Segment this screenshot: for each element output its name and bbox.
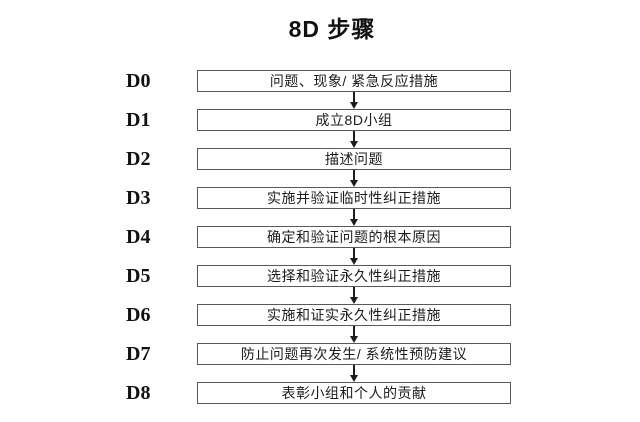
down-arrow-icon <box>350 102 358 109</box>
step-row-d4: D4 确定和验证问题的根本原因 <box>0 226 640 248</box>
step-label-d3: D3 <box>126 187 151 209</box>
down-arrow-icon <box>350 141 358 148</box>
arrow-line <box>353 287 355 298</box>
step-label-d2: D2 <box>126 148 151 170</box>
connector-d7-d8 <box>0 365 640 382</box>
step-text-d1: 成立8D小组 <box>315 112 393 128</box>
step-box-d4: 确定和验证问题的根本原因 <box>197 226 511 248</box>
arrow-line <box>353 92 355 103</box>
step-label-d1: D1 <box>126 109 151 131</box>
down-arrow-icon <box>350 180 358 187</box>
connector-d4-d5 <box>0 248 640 265</box>
step-text-d7: 防止问题再次发生/ 系统性预防建议 <box>240 346 468 362</box>
down-arrow-icon <box>350 219 358 226</box>
step-text-d3: 实施并验证临时性纠正措施 <box>267 190 441 206</box>
arrow-line <box>353 248 355 259</box>
arrow-line <box>353 209 355 220</box>
step-text-d5: 选择和验证永久性纠正措施 <box>267 268 441 284</box>
step-row-d7: D7 防止问题再次发生/ 系统性预防建议 <box>0 343 640 365</box>
step-label-d8: D8 <box>126 382 151 404</box>
step-row-d2: D2 描述问题 <box>0 148 640 170</box>
step-text-d2: 描述问题 <box>325 151 383 167</box>
down-arrow-icon <box>350 375 358 382</box>
connector-d2-d3 <box>0 170 640 187</box>
step-box-d8: 表彰小组和个人的贡献 <box>197 382 511 404</box>
step-box-d2: 描述问题 <box>197 148 511 170</box>
arrow-line <box>353 326 355 337</box>
connector-d0-d1 <box>0 92 640 109</box>
step-box-d5: 选择和验证永久性纠正措施 <box>197 265 511 287</box>
arrow-line <box>353 365 355 376</box>
step-text-d4: 确定和验证问题的根本原因 <box>267 229 441 245</box>
step-row-d5: D5 选择和验证永久性纠正措施 <box>0 265 640 287</box>
step-label-d7: D7 <box>126 343 151 365</box>
step-label-d4: D4 <box>126 226 151 248</box>
step-row-d0: D0 问题、现象/ 紧急反应措施 <box>0 70 640 92</box>
step-label-d0: D0 <box>126 70 151 92</box>
connector-d5-d6 <box>0 287 640 304</box>
step-box-d6: 实施和证实永久性纠正措施 <box>197 304 511 326</box>
step-box-d7: 防止问题再次发生/ 系统性预防建议 <box>197 343 511 365</box>
arrow-line <box>353 131 355 142</box>
down-arrow-icon <box>350 258 358 265</box>
connector-d1-d2 <box>0 131 640 148</box>
step-row-d1: D1 成立8D小组 <box>0 109 640 131</box>
flowchart: D0 问题、现象/ 紧急反应措施 D1 成立8D小组 D2 描述问题 <box>0 70 640 404</box>
step-box-d3: 实施并验证临时性纠正措施 <box>197 187 511 209</box>
step-label-d6: D6 <box>126 304 151 326</box>
step-row-d6: D6 实施和证实永久性纠正措施 <box>0 304 640 326</box>
step-row-d8: D8 表彰小组和个人的贡献 <box>0 382 640 404</box>
down-arrow-icon <box>350 297 358 304</box>
step-row-d3: D3 实施并验证临时性纠正措施 <box>0 187 640 209</box>
arrow-line <box>353 170 355 181</box>
step-label-d5: D5 <box>126 265 151 287</box>
down-arrow-icon <box>350 336 358 343</box>
step-text-d6: 实施和证实永久性纠正措施 <box>267 307 441 323</box>
connector-d6-d7 <box>0 326 640 343</box>
step-box-d1: 成立8D小组 <box>197 109 511 131</box>
step-box-d0: 问题、现象/ 紧急反应措施 <box>197 70 511 92</box>
step-text-d0: 问题、现象/ 紧急反应措施 <box>269 73 439 89</box>
page-title: 8D 步骤 <box>288 16 376 42</box>
connector-d3-d4 <box>0 209 640 226</box>
step-text-d8: 表彰小组和个人的贡献 <box>281 385 427 401</box>
